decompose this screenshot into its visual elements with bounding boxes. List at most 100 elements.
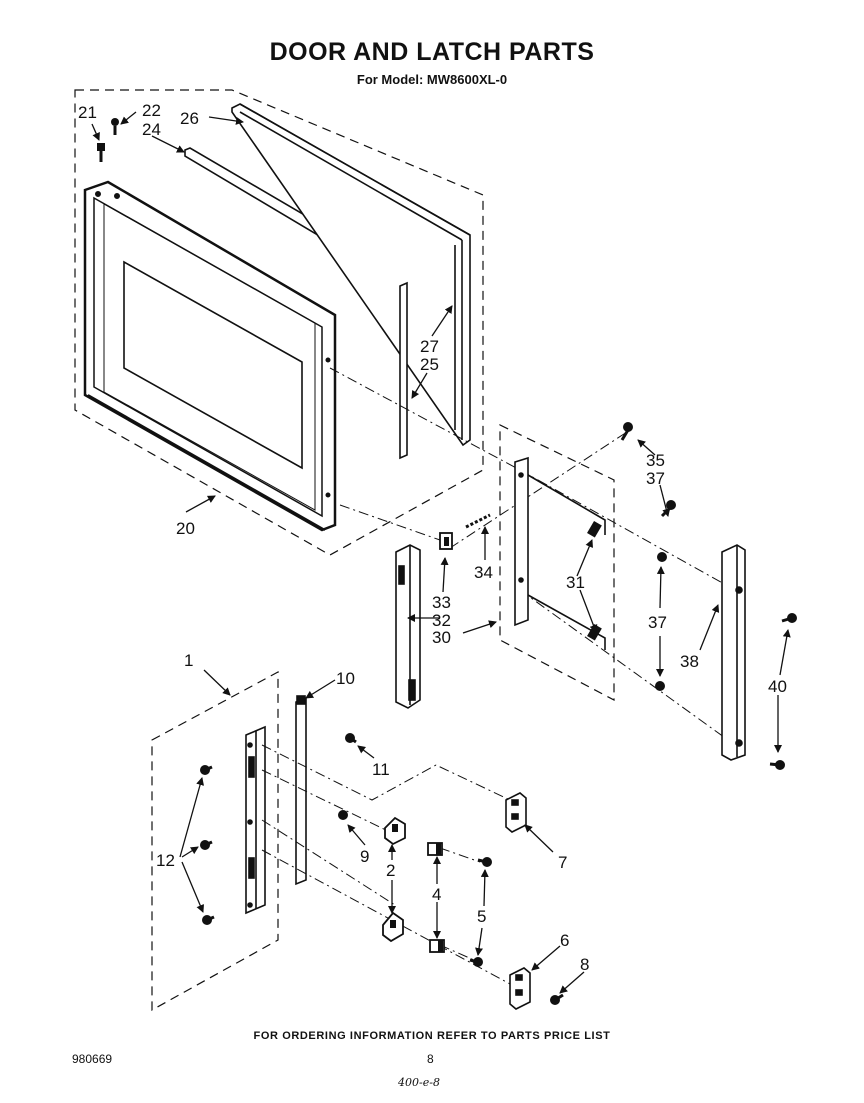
label-37-mid: 37 bbox=[648, 613, 667, 632]
screw-12-top bbox=[200, 765, 213, 775]
leader-35 bbox=[637, 439, 656, 456]
ordering-footer: FOR ORDERING INFORMATION REFER TO PARTS … bbox=[253, 1030, 611, 1042]
screw-35 bbox=[620, 422, 633, 441]
hinge-line-bottom bbox=[339, 504, 441, 541]
label-9: 9 bbox=[360, 847, 369, 866]
leader-5-up bbox=[480, 869, 489, 907]
leader-25 bbox=[411, 372, 428, 399]
label-37-top: 37 bbox=[646, 469, 665, 488]
door-choke-frame-26 bbox=[231, 103, 471, 447]
page-title: DOOR AND LATCH PARTS bbox=[269, 38, 595, 66]
door-seal-strip-25 bbox=[399, 281, 408, 460]
interlock-switch-7 bbox=[505, 792, 527, 833]
latch-actuator-2-top bbox=[384, 816, 406, 846]
leader-24 bbox=[151, 135, 185, 153]
leader-12-mid bbox=[181, 846, 199, 858]
leader-27 bbox=[431, 305, 453, 337]
page-number: 8 bbox=[427, 1052, 434, 1066]
screw-11 bbox=[345, 733, 357, 744]
latch-rod-10 bbox=[295, 695, 307, 886]
door-side-trim-32 bbox=[395, 544, 421, 709]
latch-switch-assembly-outline bbox=[151, 670, 279, 1012]
hinge-line-rod bbox=[519, 469, 736, 591]
leader-37b-up bbox=[656, 566, 665, 609]
label-24: 24 bbox=[142, 120, 161, 139]
label-12: 12 bbox=[156, 851, 175, 870]
interlock-switch-6 bbox=[509, 967, 531, 1010]
screw-8 bbox=[550, 993, 564, 1005]
screw-5-top bbox=[477, 857, 492, 867]
screw-5-bottom bbox=[469, 957, 483, 967]
latch-plate-outline bbox=[499, 424, 615, 701]
leader-26 bbox=[208, 116, 244, 125]
plunger-4-top bbox=[427, 842, 443, 856]
leader-8 bbox=[559, 971, 585, 994]
screw-37-low bbox=[655, 681, 665, 691]
leader-12-top bbox=[179, 777, 204, 858]
screw-40-bottom bbox=[769, 760, 785, 770]
screw-22 bbox=[111, 118, 119, 135]
spring-34 bbox=[465, 513, 491, 529]
screw-40-top bbox=[781, 613, 797, 623]
screw-12-bottom bbox=[202, 915, 215, 925]
hinge-line-top bbox=[329, 367, 521, 471]
label-11: 11 bbox=[372, 760, 390, 779]
label-33: 33 bbox=[432, 593, 451, 612]
actuator-line-a bbox=[261, 744, 511, 801]
label-30: 30 bbox=[432, 628, 451, 647]
document-number: 980669 bbox=[72, 1052, 113, 1066]
leader-22 bbox=[120, 111, 137, 125]
leader-37a bbox=[659, 484, 671, 517]
part-labels: 21 22 24 26 27 25 20 35 37 34 31 33 32 3… bbox=[78, 101, 787, 974]
hinge-line-screw bbox=[449, 429, 631, 549]
leader-30 bbox=[462, 620, 497, 634]
leader-38 bbox=[699, 604, 720, 651]
handwritten-note: 400-e-8 bbox=[398, 1076, 440, 1089]
label-6: 6 bbox=[560, 931, 569, 950]
leader-5-down bbox=[475, 927, 483, 956]
actuator-line-e bbox=[439, 847, 481, 863]
leader-31a bbox=[576, 539, 593, 577]
actuator-line-b bbox=[261, 769, 391, 833]
label-4: 4 bbox=[432, 885, 441, 904]
label-22: 22 bbox=[142, 101, 161, 120]
mounting-bracket bbox=[245, 725, 266, 915]
hinge-line-low bbox=[519, 589, 736, 746]
latch-hook-31 bbox=[587, 520, 602, 641]
model-subtitle: For Model: MW8600XL-0 bbox=[356, 72, 508, 87]
label-1: 1 bbox=[184, 651, 193, 670]
label-31: 31 bbox=[566, 573, 585, 592]
leader-33 bbox=[440, 557, 449, 593]
screw-37-mid bbox=[657, 552, 667, 562]
leader-21 bbox=[91, 123, 100, 141]
label-26: 26 bbox=[180, 109, 199, 128]
leader-7 bbox=[524, 824, 554, 853]
screw-21 bbox=[97, 143, 105, 162]
actuator-line-d bbox=[261, 849, 513, 986]
leader-1 bbox=[203, 669, 231, 696]
label-32: 32 bbox=[432, 611, 451, 630]
door-assembly-outline bbox=[74, 89, 484, 556]
leader-31b bbox=[579, 589, 598, 633]
latch-plate-30 bbox=[514, 456, 606, 650]
screw-9 bbox=[338, 810, 348, 820]
label-21: 21 bbox=[78, 103, 97, 122]
label-38: 38 bbox=[680, 652, 699, 671]
actuator-line-f bbox=[439, 944, 475, 961]
leader-12-bottom bbox=[181, 861, 204, 913]
label-34: 34 bbox=[474, 563, 493, 582]
label-10: 10 bbox=[336, 669, 355, 688]
door-frame bbox=[83, 180, 337, 532]
leader-11 bbox=[357, 745, 375, 759]
leader-40-up bbox=[779, 629, 791, 676]
screw-12-mid bbox=[200, 840, 213, 850]
label-20: 20 bbox=[176, 519, 195, 538]
leader-6 bbox=[531, 945, 561, 971]
leader-9 bbox=[347, 824, 366, 846]
actuator-line-c bbox=[261, 819, 396, 906]
label-25: 25 bbox=[420, 355, 439, 374]
label-2: 2 bbox=[386, 861, 395, 880]
latch-33 bbox=[439, 532, 453, 550]
hinge-bar-38 bbox=[721, 544, 746, 761]
